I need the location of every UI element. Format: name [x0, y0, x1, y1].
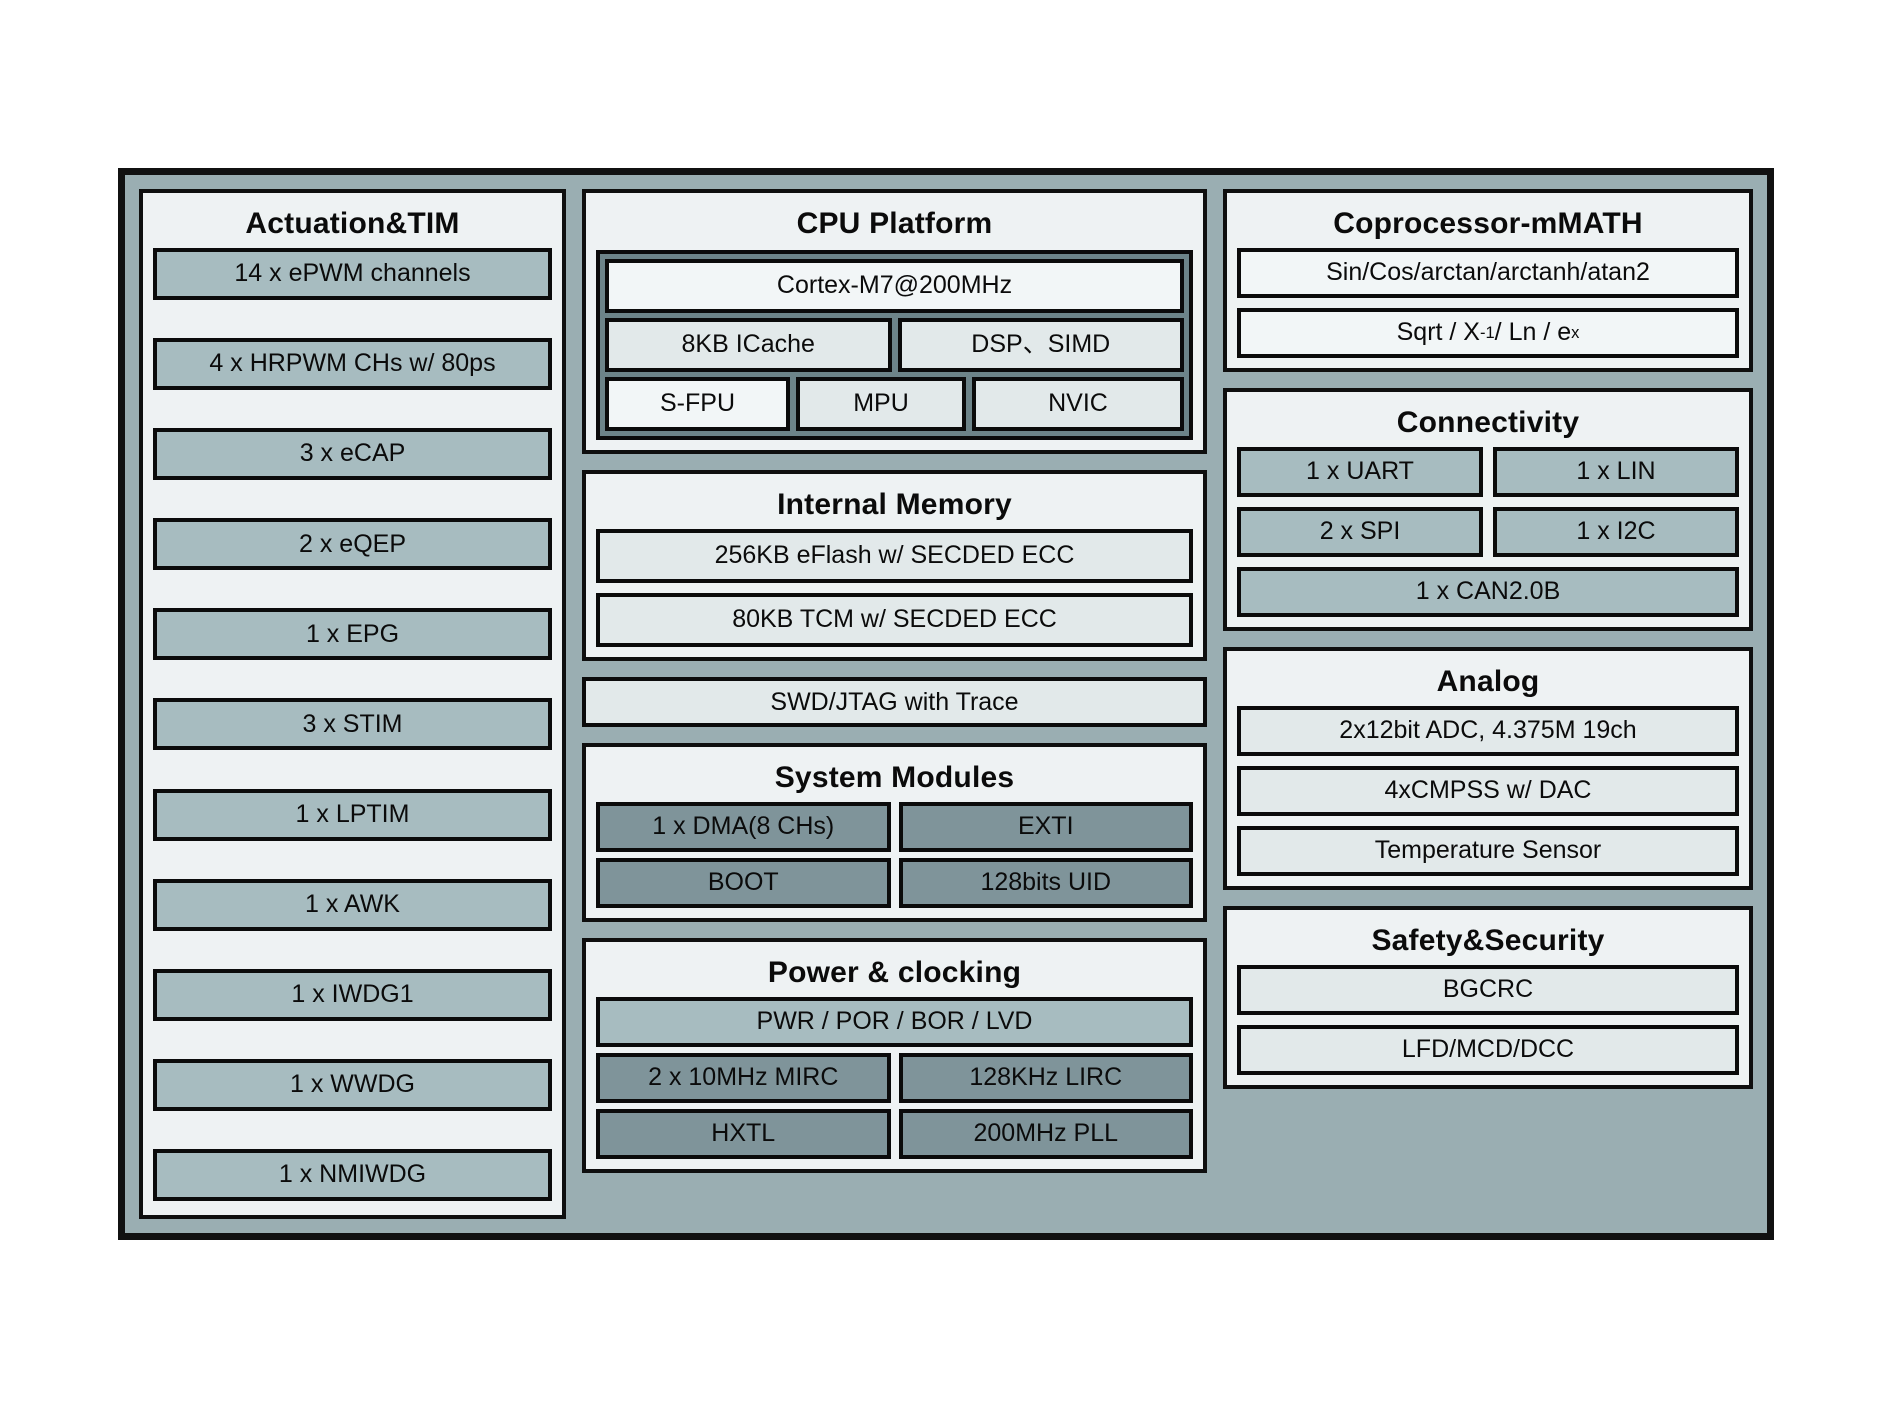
cpu-nvic[interactable]: NVIC: [972, 377, 1184, 431]
conn-i2c[interactable]: 1 x I2C: [1493, 507, 1739, 557]
group-internal-memory: Internal Memory 256KB eFlash w/ SECDED E…: [582, 470, 1207, 661]
group-title-coprocessor-mmath: Coprocessor-mMATH: [1333, 207, 1643, 240]
system-modules-row-1: 1 x DMA(8 CHs) EXTI: [596, 802, 1193, 852]
swd-jtag-trace[interactable]: SWD/JTAG with Trace: [582, 677, 1207, 727]
cpu-row-core: Cortex-M7@200MHz: [605, 259, 1184, 313]
actuation-item-stack: 14 x ePWM channels 4 x HRPWM CHs w/ 80ps…: [153, 248, 552, 1205]
analog-temp-sensor[interactable]: Temperature Sensor: [1237, 826, 1739, 876]
group-system-modules: System Modules 1 x DMA(8 CHs) EXTI BOOT …: [582, 743, 1207, 922]
actuation-item-wwdg[interactable]: 1 x WWDG: [153, 1058, 552, 1111]
group-coprocessor-mmath: Coprocessor-mMATH Sin/Cos/arctan/arctanh…: [1223, 189, 1753, 372]
group-title-actuation-tim: Actuation&TIM: [245, 207, 460, 240]
cpu-dsp-simd[interactable]: DSP、SIMD: [897, 318, 1184, 372]
power-pwr-por-bor-lvd[interactable]: PWR / POR / BOR / LVD: [596, 997, 1193, 1047]
cpu-icache[interactable]: 8KB ICache: [605, 318, 892, 372]
power-clocking-row-2: HXTL 200MHz PLL: [596, 1109, 1193, 1159]
column-middle: CPU Platform Cortex-M7@200MHz 8KB ICache…: [582, 189, 1207, 1219]
connectivity-row-1: 1 x UART 1 x LIN: [1237, 447, 1739, 497]
group-title-connectivity: Connectivity: [1396, 406, 1580, 439]
actuation-item-nmiwdg[interactable]: 1 x NMIWDG: [153, 1148, 552, 1201]
cpu-core-cortex-m7[interactable]: Cortex-M7@200MHz: [605, 259, 1184, 313]
actuation-item-epg[interactable]: 1 x EPG: [153, 608, 552, 661]
system-modules-grid: 1 x DMA(8 CHs) EXTI BOOT 128bits UID: [596, 802, 1193, 908]
safety-security-stack: BGCRC LFD/MCD/DCC: [1237, 965, 1739, 1075]
actuation-item-epwm[interactable]: 14 x ePWM channels: [153, 248, 552, 300]
group-power-clocking: Power & clocking PWR / POR / BOR / LVD 2…: [582, 938, 1207, 1173]
internal-memory-stack: 256KB eFlash w/ SECDED ECC 80KB TCM w/ S…: [596, 529, 1193, 647]
power-clocking-row-1: 2 x 10MHz MIRC 128KHz LIRC: [596, 1053, 1193, 1103]
cpu-mpu[interactable]: MPU: [796, 377, 966, 431]
connectivity-row-2: 2 x SPI 1 x I2C: [1237, 507, 1739, 557]
cpu-row-cache-dsp: 8KB ICache DSP、SIMD: [605, 318, 1184, 372]
analog-cmpss[interactable]: 4xCMPSS w/ DAC: [1237, 766, 1739, 816]
cpu-s-fpu[interactable]: S-FPU: [605, 377, 790, 431]
group-safety-security: Safety&Security BGCRC LFD/MCD/DCC: [1223, 906, 1753, 1089]
memory-tcm[interactable]: 80KB TCM w/ SECDED ECC: [596, 593, 1193, 647]
coprocessor-stack: Sin/Cos/arctan/arctanh/atan2 Sqrt / X-1 …: [1237, 248, 1739, 358]
coproc-trig[interactable]: Sin/Cos/arctan/arctanh/atan2: [1237, 248, 1739, 298]
system-dma[interactable]: 1 x DMA(8 CHs): [596, 802, 891, 852]
conn-lin[interactable]: 1 x LIN: [1493, 447, 1739, 497]
group-title-internal-memory: Internal Memory: [777, 488, 1012, 521]
analog-adc[interactable]: 2x12bit ADC, 4.375M 19ch: [1237, 706, 1739, 756]
conn-spi[interactable]: 2 x SPI: [1237, 507, 1483, 557]
actuation-item-awk[interactable]: 1 x AWK: [153, 878, 552, 931]
group-title-power-clocking: Power & clocking: [767, 956, 1022, 989]
conn-can[interactable]: 1 x CAN2.0B: [1237, 567, 1739, 617]
actuation-item-ecap[interactable]: 3 x eCAP: [153, 428, 552, 481]
group-title-analog: Analog: [1436, 665, 1540, 698]
group-actuation-tim: Actuation&TIM 14 x ePWM channels 4 x HRP…: [139, 189, 566, 1219]
clock-pll[interactable]: 200MHz PLL: [898, 1109, 1193, 1159]
group-title-system-modules: System Modules: [774, 761, 1015, 794]
column-left: Actuation&TIM 14 x ePWM channels 4 x HRP…: [139, 189, 566, 1219]
group-analog: Analog 2x12bit ADC, 4.375M 19ch 4xCMPSS …: [1223, 647, 1753, 890]
column-right: Coprocessor-mMATH Sin/Cos/arctan/arctanh…: [1223, 189, 1753, 1219]
group-cpu-platform: CPU Platform Cortex-M7@200MHz 8KB ICache…: [582, 189, 1207, 454]
actuation-item-stim[interactable]: 3 x STIM: [153, 698, 552, 751]
connectivity-stack: 1 x UART 1 x LIN 2 x SPI 1 x I2C 1 x CAN…: [1237, 447, 1739, 617]
system-uid[interactable]: 128bits UID: [898, 858, 1193, 908]
actuation-item-iwdg1[interactable]: 1 x IWDG1: [153, 968, 552, 1021]
power-clocking-grid: PWR / POR / BOR / LVD 2 x 10MHz MIRC 128…: [596, 997, 1193, 1159]
cpu-inner-frame: Cortex-M7@200MHz 8KB ICache DSP、SIMD S-F…: [596, 250, 1193, 440]
analog-stack: 2x12bit ADC, 4.375M 19ch 4xCMPSS w/ DAC …: [1237, 706, 1739, 876]
actuation-item-lptim[interactable]: 1 x LPTIM: [153, 788, 552, 841]
coproc-sqrt-text-b: / Ln / e: [1494, 318, 1572, 347]
coproc-sqrt-text-a: Sqrt / X: [1396, 318, 1480, 347]
memory-eflash[interactable]: 256KB eFlash w/ SECDED ECC: [596, 529, 1193, 583]
group-connectivity: Connectivity 1 x UART 1 x LIN 2 x SPI 1 …: [1223, 388, 1753, 631]
actuation-item-eqep[interactable]: 2 x eQEP: [153, 518, 552, 571]
clock-mirc[interactable]: 2 x 10MHz MIRC: [596, 1053, 891, 1103]
group-title-cpu-platform: CPU Platform: [796, 207, 993, 240]
system-exti[interactable]: EXTI: [898, 802, 1193, 852]
safety-bgcrc[interactable]: BGCRC: [1237, 965, 1739, 1015]
system-boot[interactable]: BOOT: [596, 858, 891, 908]
actuation-item-hrpwm[interactable]: 4 x HRPWM CHs w/ 80ps: [153, 338, 552, 391]
system-modules-row-2: BOOT 128bits UID: [596, 858, 1193, 908]
clock-hxtl[interactable]: HXTL: [596, 1109, 891, 1159]
chip-frame: Actuation&TIM 14 x ePWM channels 4 x HRP…: [118, 168, 1774, 1240]
cpu-row-fpu-mpu-nvic: S-FPU MPU NVIC: [605, 377, 1184, 431]
group-title-safety-security: Safety&Security: [1371, 924, 1605, 957]
clock-lirc[interactable]: 128KHz LIRC: [898, 1053, 1193, 1103]
conn-uart[interactable]: 1 x UART: [1237, 447, 1483, 497]
safety-lfd-mcd-dcc[interactable]: LFD/MCD/DCC: [1237, 1025, 1739, 1075]
